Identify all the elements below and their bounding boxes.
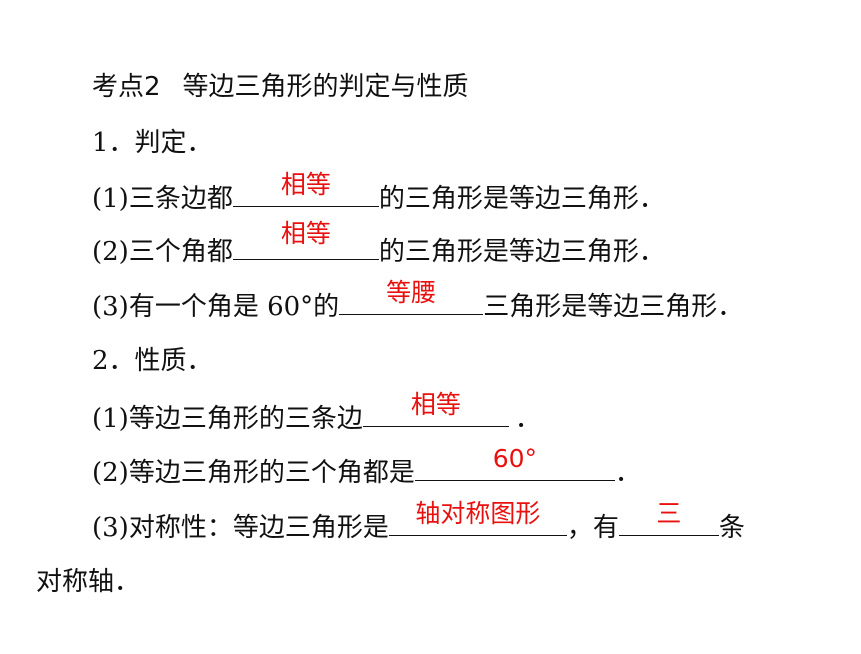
property-item-1: (1)等边三角形的三条边 相等 ． <box>92 390 541 434</box>
section2-title: 2．性质． <box>92 346 213 376</box>
answer-blank: 轴对称图形 <box>388 499 567 536</box>
heading-title: 等边三角形的判定与性质 <box>182 72 469 102</box>
item-suffix: 三角形是等边三角形． <box>483 292 744 322</box>
criterion-item-3: (3)有一个角是 60°的 等腰 三角形是等边三角形． <box>92 278 744 322</box>
answer-blank: 相等 <box>362 390 509 427</box>
answer-blank: 等腰 <box>339 278 484 315</box>
item-suffix: ． <box>614 458 641 488</box>
property-item-2: (2)等边三角形的三个角都是 60° ． <box>92 444 641 488</box>
answer-text: 相等 <box>410 390 461 419</box>
answer-text-2: 三 <box>656 499 682 528</box>
item-prefix: (1)等边三角形的三条边 <box>92 404 363 434</box>
answer-blank: 相等 <box>232 219 379 260</box>
answer-text: 相等 <box>280 219 331 248</box>
item-prefix: (2)等边三角形的三个角都是 <box>92 458 415 488</box>
answer-text: 相等 <box>280 170 331 199</box>
answer-blank: 60° <box>414 444 615 481</box>
property-item-3: (3)对称性：等边三角形是轴对称图形 ，有 三 条 <box>92 499 745 543</box>
answer-blank-2: 三 <box>618 499 719 536</box>
section-heading: 考点2 等边三角形的判定与性质 <box>92 70 469 104</box>
answer-text: 60° <box>492 444 537 473</box>
answer-text: 等腰 <box>386 278 437 307</box>
heading-label: 考点2 <box>92 72 161 102</box>
answer-blank: 相等 <box>232 170 379 207</box>
item-suffix: ． <box>514 404 541 434</box>
answer-text: 轴对称图形 <box>415 499 541 528</box>
section1-title: 1．判定． <box>92 128 213 158</box>
item-prefix: (2)三个角都 <box>92 237 233 267</box>
criterion-item-2: (2)三个角都 相等的三角形是等边三角形． <box>92 219 665 267</box>
item-middle: ，有 <box>566 513 619 543</box>
item-prefix: (3)有一个角是 60°的 <box>92 292 340 322</box>
item-prefix: (3)对称性：等边三角形是 <box>92 513 389 543</box>
item-suffix: 的三角形是等边三角形． <box>378 237 665 267</box>
item-prefix: (1)三条边都 <box>92 184 233 214</box>
item-suffix: 条 <box>718 513 745 543</box>
property-item-3-continuation: 对称轴． <box>36 567 141 597</box>
item-suffix: 的三角形是等边三角形． <box>378 184 665 214</box>
criterion-item-1: (1)三条边都 相等 的三角形是等边三角形． <box>92 170 665 214</box>
